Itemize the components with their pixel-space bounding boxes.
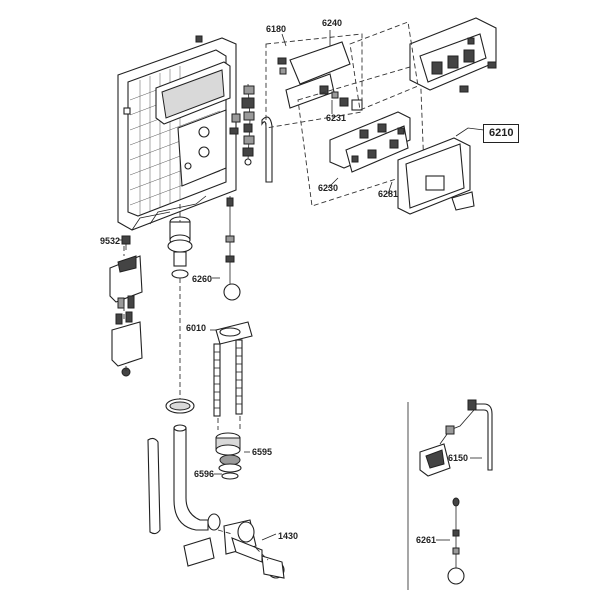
outlet-elbow-1430 xyxy=(183,513,285,579)
callout-6260: 6260 xyxy=(192,274,213,284)
callout-6261: 6261 xyxy=(416,535,437,545)
callout-6010: 6010 xyxy=(186,323,207,333)
mounting-frame xyxy=(117,35,237,231)
control-module xyxy=(349,17,497,111)
float-rod-6261 xyxy=(436,497,465,585)
callout-9532: 9532 xyxy=(100,236,121,246)
flush-valve-unit xyxy=(109,235,143,377)
callout-6231: 6231 xyxy=(326,113,347,123)
callout-6230: 6230 xyxy=(318,183,339,193)
bracket-6240 xyxy=(265,33,363,129)
cover-plate-6210 xyxy=(397,127,485,215)
callout-6595: 6595 xyxy=(252,447,273,457)
support-rods-6010 xyxy=(213,321,253,430)
callout-6210: 6210 xyxy=(483,124,520,143)
flush-plate-frame-6230 xyxy=(297,63,425,207)
drain-pipe-assembly xyxy=(147,204,209,535)
float-rod-6260 xyxy=(223,196,241,301)
callout-6240: 6240 xyxy=(322,18,343,28)
inlet-valve-assembly xyxy=(229,83,273,183)
float-valve-6150 xyxy=(419,399,493,477)
callout-6180: 6180 xyxy=(266,24,287,34)
callout-6596: 6596 xyxy=(194,469,215,479)
callout-leaders xyxy=(118,30,393,541)
callout-6281: 6281 xyxy=(378,189,399,199)
callout-1430: 1430 xyxy=(278,531,299,541)
callout-6150: 6150 xyxy=(448,453,469,463)
drain-valve-6595 xyxy=(214,432,250,480)
